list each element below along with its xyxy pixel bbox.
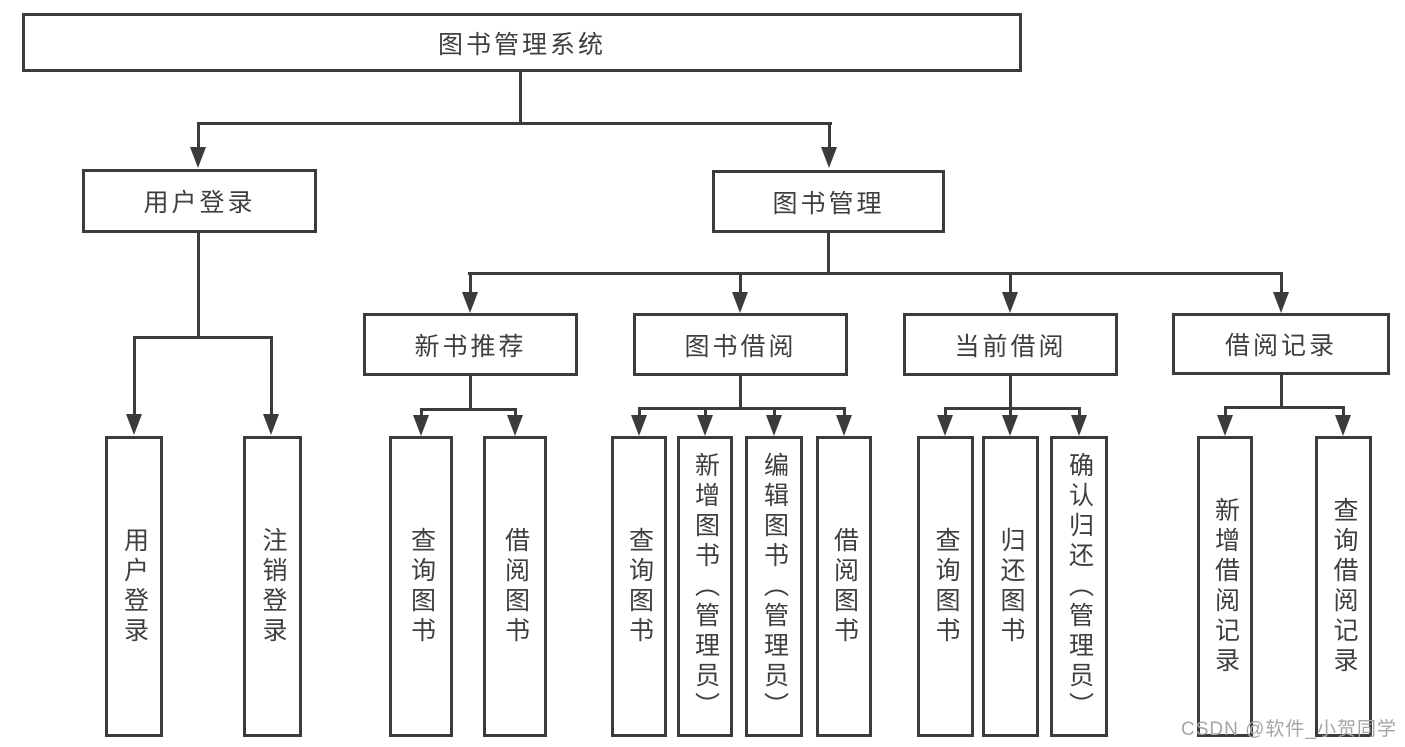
connector-line [1009,407,1012,417]
connector-line [469,272,472,296]
leaf-query-books-borrow: 查询图书 [611,436,667,737]
connector-line [469,376,472,408]
leaf-add-book-admin: 新增图书（管理员） [677,436,733,737]
arrowhead-icon [126,414,142,435]
leaf-edit-book-admin: 编辑图书（管理员） [745,436,803,737]
leaf-return-book: 归还图书 [982,436,1039,737]
arrowhead-icon [1002,415,1018,436]
arrowhead-icon [413,415,429,436]
leaf-label: 借阅图书 [501,526,530,647]
node-label: 图书借阅 [684,332,797,361]
arrowhead-icon [462,292,478,313]
leaf-label: 新增借阅记录 [1211,496,1240,677]
connector-line [739,376,742,407]
arrowhead-icon [836,415,852,436]
arrowhead-icon [507,415,523,436]
arrowhead-icon [190,147,206,168]
node-book-borrow: 图书借阅 [633,313,848,376]
connector-line [773,407,776,417]
connector-line [197,233,200,336]
connector-line [420,408,517,411]
arrowhead-icon [631,415,647,436]
leaf-label: 编辑图书（管理员） [760,451,789,722]
watermark: CSDN @软件_小贺同学 [1181,719,1397,740]
connector-line [1224,406,1227,417]
arrowhead-icon [732,292,748,313]
connector-line [270,336,273,416]
connector-line [133,336,136,416]
connector-line [1342,406,1345,417]
leaf-label: 确认归还（管理员） [1065,451,1094,722]
node-label: 新书推荐 [414,332,527,361]
connector-line [197,122,832,125]
arrowhead-icon [937,415,953,436]
connector-line [1280,375,1283,406]
connector-line [827,233,830,275]
leaf-label: 注销登录 [259,526,287,647]
arrowhead-icon [1002,292,1018,313]
node-label: 借阅记录 [1224,332,1337,360]
connector-line [638,407,641,417]
node-user-login: 用户登录 [82,169,317,233]
leaf-label: 查询图书 [932,526,960,647]
connector-line [468,272,1283,275]
connector-line [514,408,517,418]
connector-line [843,407,846,417]
leaf-label: 查询图书 [625,526,654,647]
node-library-system: 图书管理系统 [22,13,1022,72]
connector-line [638,407,846,410]
arrowhead-icon [1217,415,1233,436]
arrowhead-icon [766,415,782,436]
node-label: 图书管理 [772,189,885,218]
node-borrow-records: 借阅记录 [1172,313,1390,375]
leaf-label: 新增图书（管理员） [691,451,720,722]
leaf-add-borrow-record: 新增借阅记录 [1197,436,1253,737]
leaf-logout: 注销登录 [243,436,302,737]
leaf-label: 归还图书 [997,526,1025,647]
connector-line [1280,272,1283,296]
connector-line [1009,272,1012,296]
connector-line [1224,406,1345,409]
leaf-label: 查询借阅记录 [1330,496,1358,677]
leaf-label: 借阅图书 [830,526,859,647]
connector-line [828,122,831,150]
arrowhead-icon [697,415,713,436]
leaf-query-borrow-record: 查询借阅记录 [1315,436,1372,737]
node-new-book-recommend: 新书推荐 [363,313,578,376]
connector-line [944,407,947,417]
arrowhead-icon [821,147,837,168]
leaf-query-books-recommend: 查询图书 [389,436,453,737]
arrowhead-icon [1071,415,1087,436]
connector-line [1078,407,1081,417]
connector-line [1009,376,1012,407]
connector-line [420,408,423,418]
node-current-borrow: 当前借阅 [903,313,1118,376]
connector-line [944,407,1081,410]
leaf-query-books-current: 查询图书 [917,436,974,737]
node-book-management: 图书管理 [712,170,945,233]
arrowhead-icon [1273,292,1289,313]
node-label: 图书管理系统 [437,30,606,59]
connector-line [704,407,707,417]
leaf-label: 查询图书 [407,526,436,647]
arrowhead-icon [263,414,279,435]
leaf-borrow-books-recommend: 借阅图书 [483,436,547,737]
leaf-user-login: 用户登录 [105,436,163,737]
node-label: 当前借阅 [954,332,1067,361]
leaf-label: 用户登录 [120,526,149,647]
connector-line [519,72,522,122]
connector-line [133,336,273,339]
connector-line [739,272,742,296]
node-label: 用户登录 [143,189,256,217]
arrowhead-icon [1335,415,1351,436]
leaf-borrow-books: 借阅图书 [816,436,872,737]
leaf-confirm-return-admin: 确认归还（管理员） [1050,436,1108,737]
connector-line [197,122,200,150]
